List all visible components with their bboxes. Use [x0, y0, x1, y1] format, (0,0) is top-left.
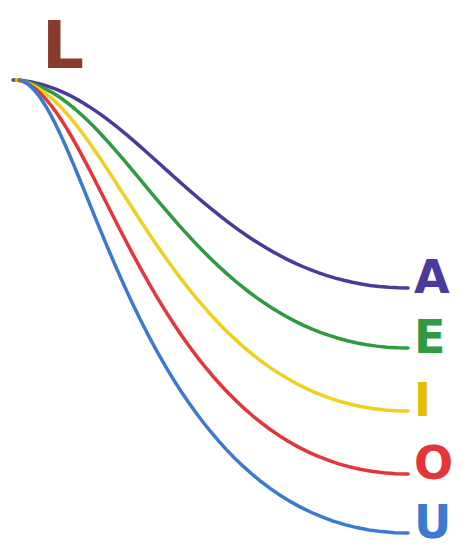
- vowel-letter: A: [408, 252, 454, 302]
- vowel-letter: O: [408, 438, 457, 488]
- curved-connector: [19, 80, 408, 474]
- vowel-text: O: [414, 438, 453, 488]
- vowel-text: A: [414, 252, 450, 302]
- vowel-letter: I: [408, 375, 435, 425]
- vowel-letter: U: [408, 497, 455, 547]
- consonant-letter: L: [10, 12, 88, 80]
- vowel-text: I: [414, 375, 431, 425]
- vowel-text: E: [414, 312, 445, 362]
- curved-connector: [21, 80, 408, 533]
- vowel-text: U: [414, 497, 451, 547]
- consonant-text: L: [42, 12, 84, 80]
- curved-connector: [17, 80, 408, 411]
- vowel-letter: E: [408, 312, 449, 362]
